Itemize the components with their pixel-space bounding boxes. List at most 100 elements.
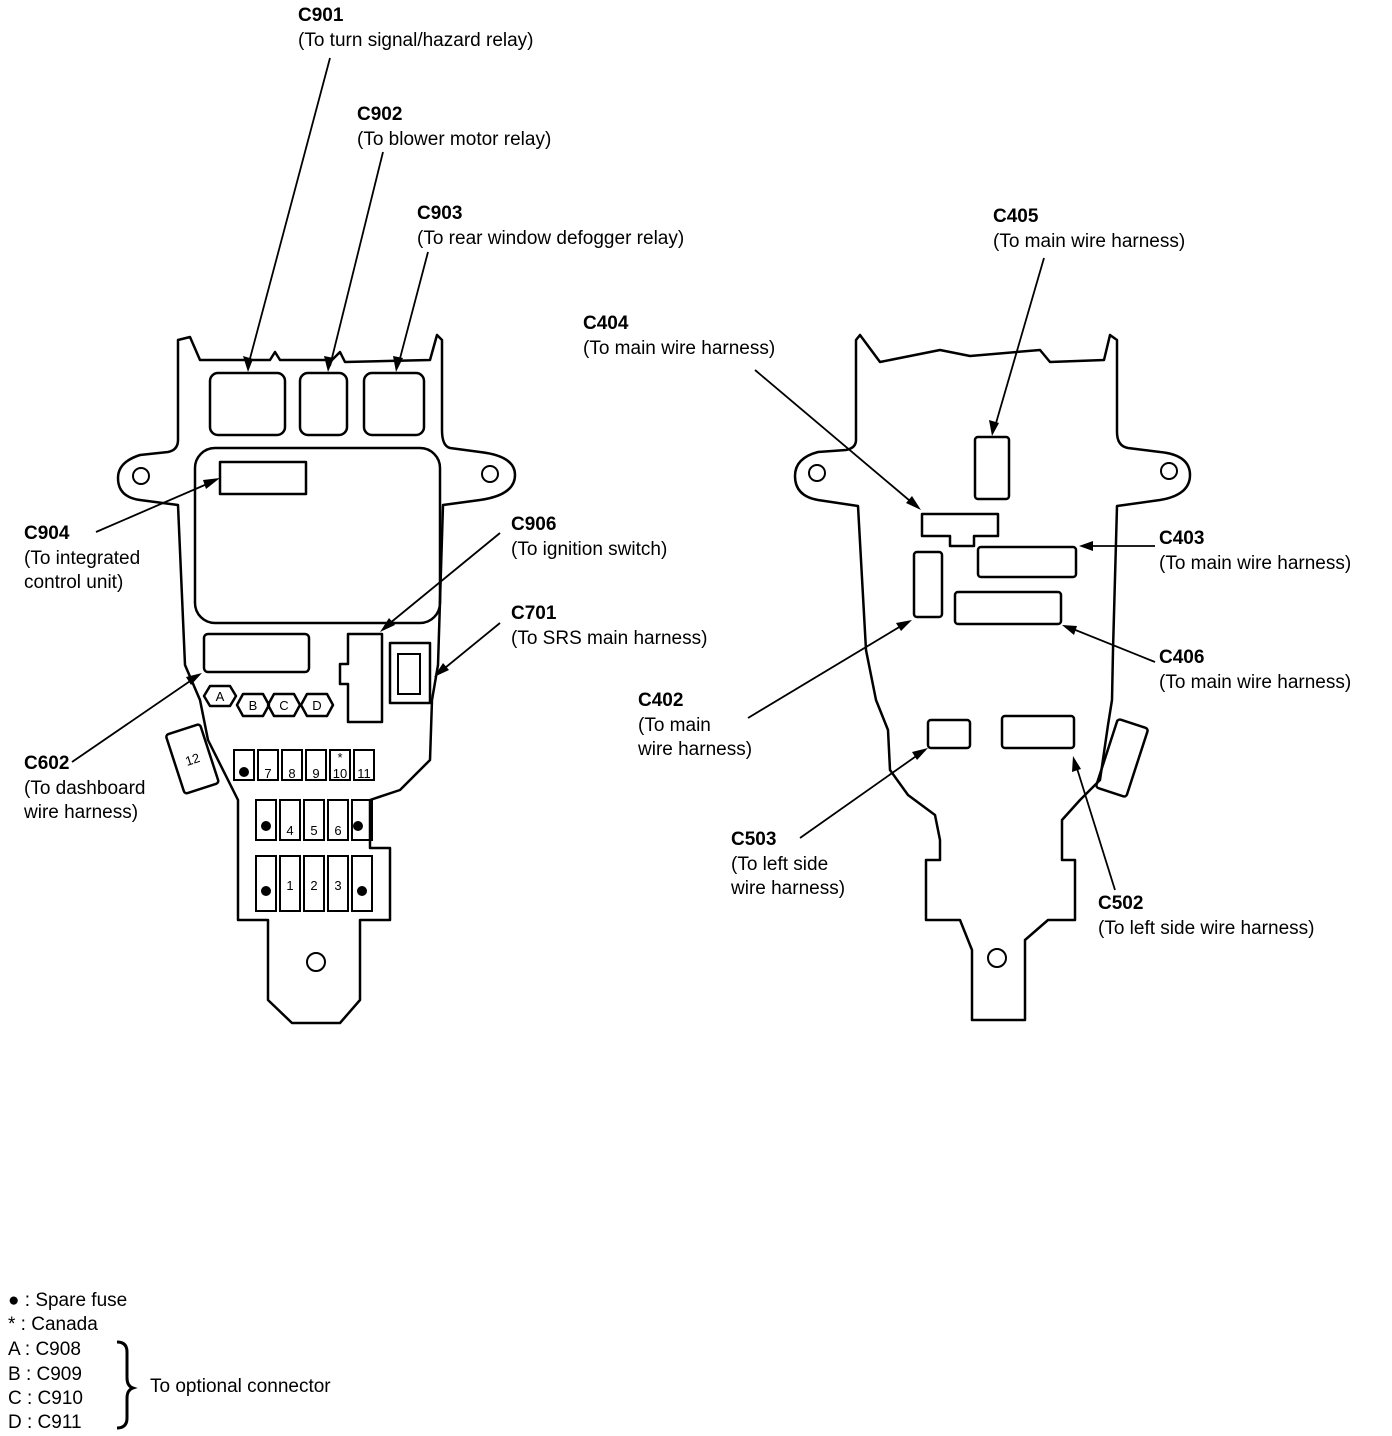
legend-item-b: B : C909 xyxy=(8,1364,82,1385)
c903-desc: (To rear window defogger relay) xyxy=(417,228,684,249)
rear-leader-lines xyxy=(747,257,1156,891)
front-leader-lines xyxy=(71,57,501,763)
fuse-row-upper: 7 8 9 * 10 11 xyxy=(233,749,375,781)
c904-connector xyxy=(218,460,308,496)
fuse-slot xyxy=(329,749,351,781)
front-mount-hole-bottom xyxy=(306,952,326,972)
fuse-slot xyxy=(279,855,301,912)
fuse-6-label: 6 xyxy=(334,823,341,838)
rear-box-outline xyxy=(793,333,1192,1022)
c404-arrowhead xyxy=(906,496,921,510)
front-mount-hole-right xyxy=(481,465,499,483)
c404-code: C404 xyxy=(583,313,629,334)
c406-leader xyxy=(1067,626,1156,663)
optional-connector-a xyxy=(202,684,238,708)
fuse-slot xyxy=(351,855,373,912)
spare-fuse-dot xyxy=(261,821,271,831)
c903-code: C903 xyxy=(417,203,462,224)
c701-code: C701 xyxy=(511,603,557,624)
c602-code: C602 xyxy=(24,753,69,774)
legend-brace xyxy=(116,1340,138,1430)
c402-leader xyxy=(747,622,907,719)
fuse-2-label: 2 xyxy=(310,878,317,893)
c403-arrowhead xyxy=(1079,541,1093,551)
c701-inner xyxy=(397,653,421,695)
c406-desc: (To main wire harness) xyxy=(1159,672,1351,693)
optional-connector-a-label: A xyxy=(216,689,225,704)
spare-fuse-dot xyxy=(239,767,249,777)
c503-desc-line2: wire harness) xyxy=(730,878,845,899)
fuse-7-label: 7 xyxy=(264,766,271,781)
c904-code: C904 xyxy=(24,523,70,544)
c906-leader xyxy=(383,532,501,629)
fuse-slot xyxy=(327,799,349,841)
optional-connector-b xyxy=(235,692,271,718)
c901-socket xyxy=(208,371,287,437)
c701-leader xyxy=(439,622,501,673)
c502-arrowhead xyxy=(1072,756,1081,772)
fuse-4-label: 4 xyxy=(286,823,293,838)
c502-code: C502 xyxy=(1098,893,1143,914)
c906-connector xyxy=(338,632,384,724)
front-box-outline xyxy=(116,333,517,1025)
legend-group-label: To optional connector xyxy=(150,1376,331,1397)
c901-leader xyxy=(247,57,331,367)
front-labels: C901 (To turn signal/hazard relay) C902 … xyxy=(23,5,707,823)
spare-fuse-dot xyxy=(261,886,271,896)
c903-socket xyxy=(362,371,426,437)
c503-desc-line1: (To left side xyxy=(731,854,828,875)
c404-leader xyxy=(754,369,917,507)
c903-arrowhead xyxy=(393,356,403,372)
c502-leader xyxy=(1074,761,1116,891)
c902-socket xyxy=(298,371,349,437)
fuse-row-middle: 4 5 6 xyxy=(255,799,373,841)
c406-code: C406 xyxy=(1159,647,1204,668)
fuse-12-housing xyxy=(165,723,220,795)
fuse-1-label: 1 xyxy=(286,878,293,893)
c404-connector xyxy=(920,512,1000,548)
c405-desc: (To main wire harness) xyxy=(993,231,1185,252)
fuse-slot xyxy=(351,799,373,841)
fuse-slot xyxy=(327,855,349,912)
rear-mount-hole-bottom xyxy=(987,948,1007,968)
fuse-11-label: 11 xyxy=(357,766,371,781)
fuse-12-block: 12 xyxy=(165,723,220,795)
c902-desc: (To blower motor relay) xyxy=(357,129,551,150)
icu-window xyxy=(193,446,442,625)
c902-arrowhead xyxy=(324,356,334,372)
c904-desc-line2: control unit) xyxy=(24,572,123,593)
rear-mount-hole-left xyxy=(808,464,826,482)
spare-fuse-dot xyxy=(357,886,367,896)
fuse-grid: 7 8 9 * 10 11 4 5 6 xyxy=(233,749,375,912)
rear-mount-hole-right xyxy=(1160,462,1178,480)
fuse-slot xyxy=(303,799,325,841)
canada-mark: * xyxy=(337,750,342,765)
rear-side-tab-housing xyxy=(1095,718,1149,798)
fuse-10-label: 10 xyxy=(333,766,347,781)
c906-arrowhead xyxy=(380,618,395,632)
c906-code: C906 xyxy=(511,514,556,535)
optional-connector-d-label: D xyxy=(312,698,321,713)
front-fuse-box: A B C D 12 7 8 xyxy=(116,333,517,1025)
legend-item-d: D : C911 xyxy=(8,1412,82,1433)
fuse-slot xyxy=(233,749,255,781)
c502-connector xyxy=(1000,714,1076,750)
fuse-slot xyxy=(281,749,303,781)
c404-desc: (To main wire harness) xyxy=(583,338,775,359)
fuse-slot xyxy=(255,799,277,841)
fuse-9-label: 9 xyxy=(312,766,319,781)
c701-connector xyxy=(388,641,432,705)
front-mount-hole-left xyxy=(132,467,150,485)
c503-connector xyxy=(926,718,972,750)
c602-arrowhead xyxy=(186,673,202,685)
c405-code: C405 xyxy=(993,206,1039,227)
c503-arrowhead xyxy=(912,748,928,760)
optional-connector-c-label: C xyxy=(279,698,288,713)
legend-spare-fuse: ● : Spare fuse xyxy=(8,1290,127,1311)
legend-canada: * : Canada xyxy=(8,1314,98,1335)
legend: ● : Spare fuse * : Canada A : C908 B : C… xyxy=(8,1290,331,1433)
fuse-3-label: 3 xyxy=(334,878,341,893)
fuse-8-label: 8 xyxy=(288,766,295,781)
c701-desc: (To SRS main harness) xyxy=(511,628,707,649)
